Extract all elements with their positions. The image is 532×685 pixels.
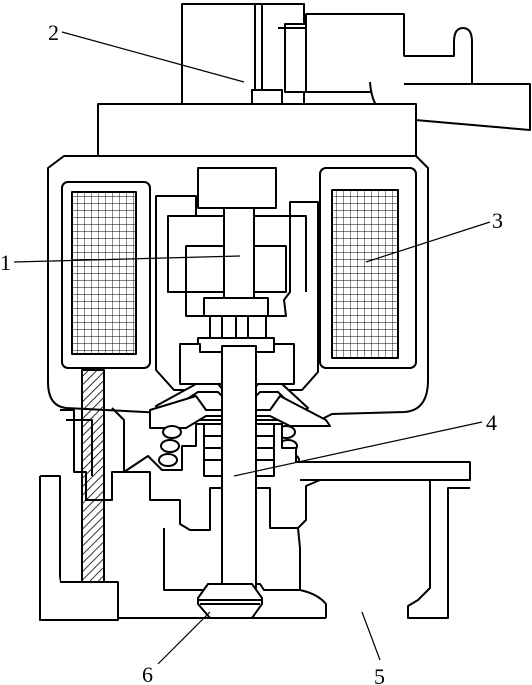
leader-3: [365, 221, 491, 263]
leader-lines: [13, 31, 491, 665]
valve-cap: [97, 103, 417, 157]
leader-1: [13, 255, 241, 263]
valve-stem-lower: [221, 345, 257, 589]
valve-disc: [197, 583, 263, 619]
label-3: 3: [492, 208, 503, 233]
leader-6: [157, 611, 211, 665]
label-2: 2: [48, 20, 59, 45]
label-4: 4: [486, 410, 497, 435]
leader-4: [233, 421, 483, 477]
threaded-rod: [81, 369, 105, 583]
leader-5: [361, 611, 381, 661]
spring-left: [158, 425, 182, 467]
label-6: 6: [142, 662, 153, 685]
leader-2: [61, 31, 245, 83]
valve-body: [118, 423, 471, 619]
label-1: 1: [0, 250, 11, 275]
label-5: 5: [374, 664, 385, 685]
valve-stem-upper: [223, 207, 255, 299]
motor-block: [181, 3, 305, 105]
coil-assembly: [61, 167, 417, 369]
